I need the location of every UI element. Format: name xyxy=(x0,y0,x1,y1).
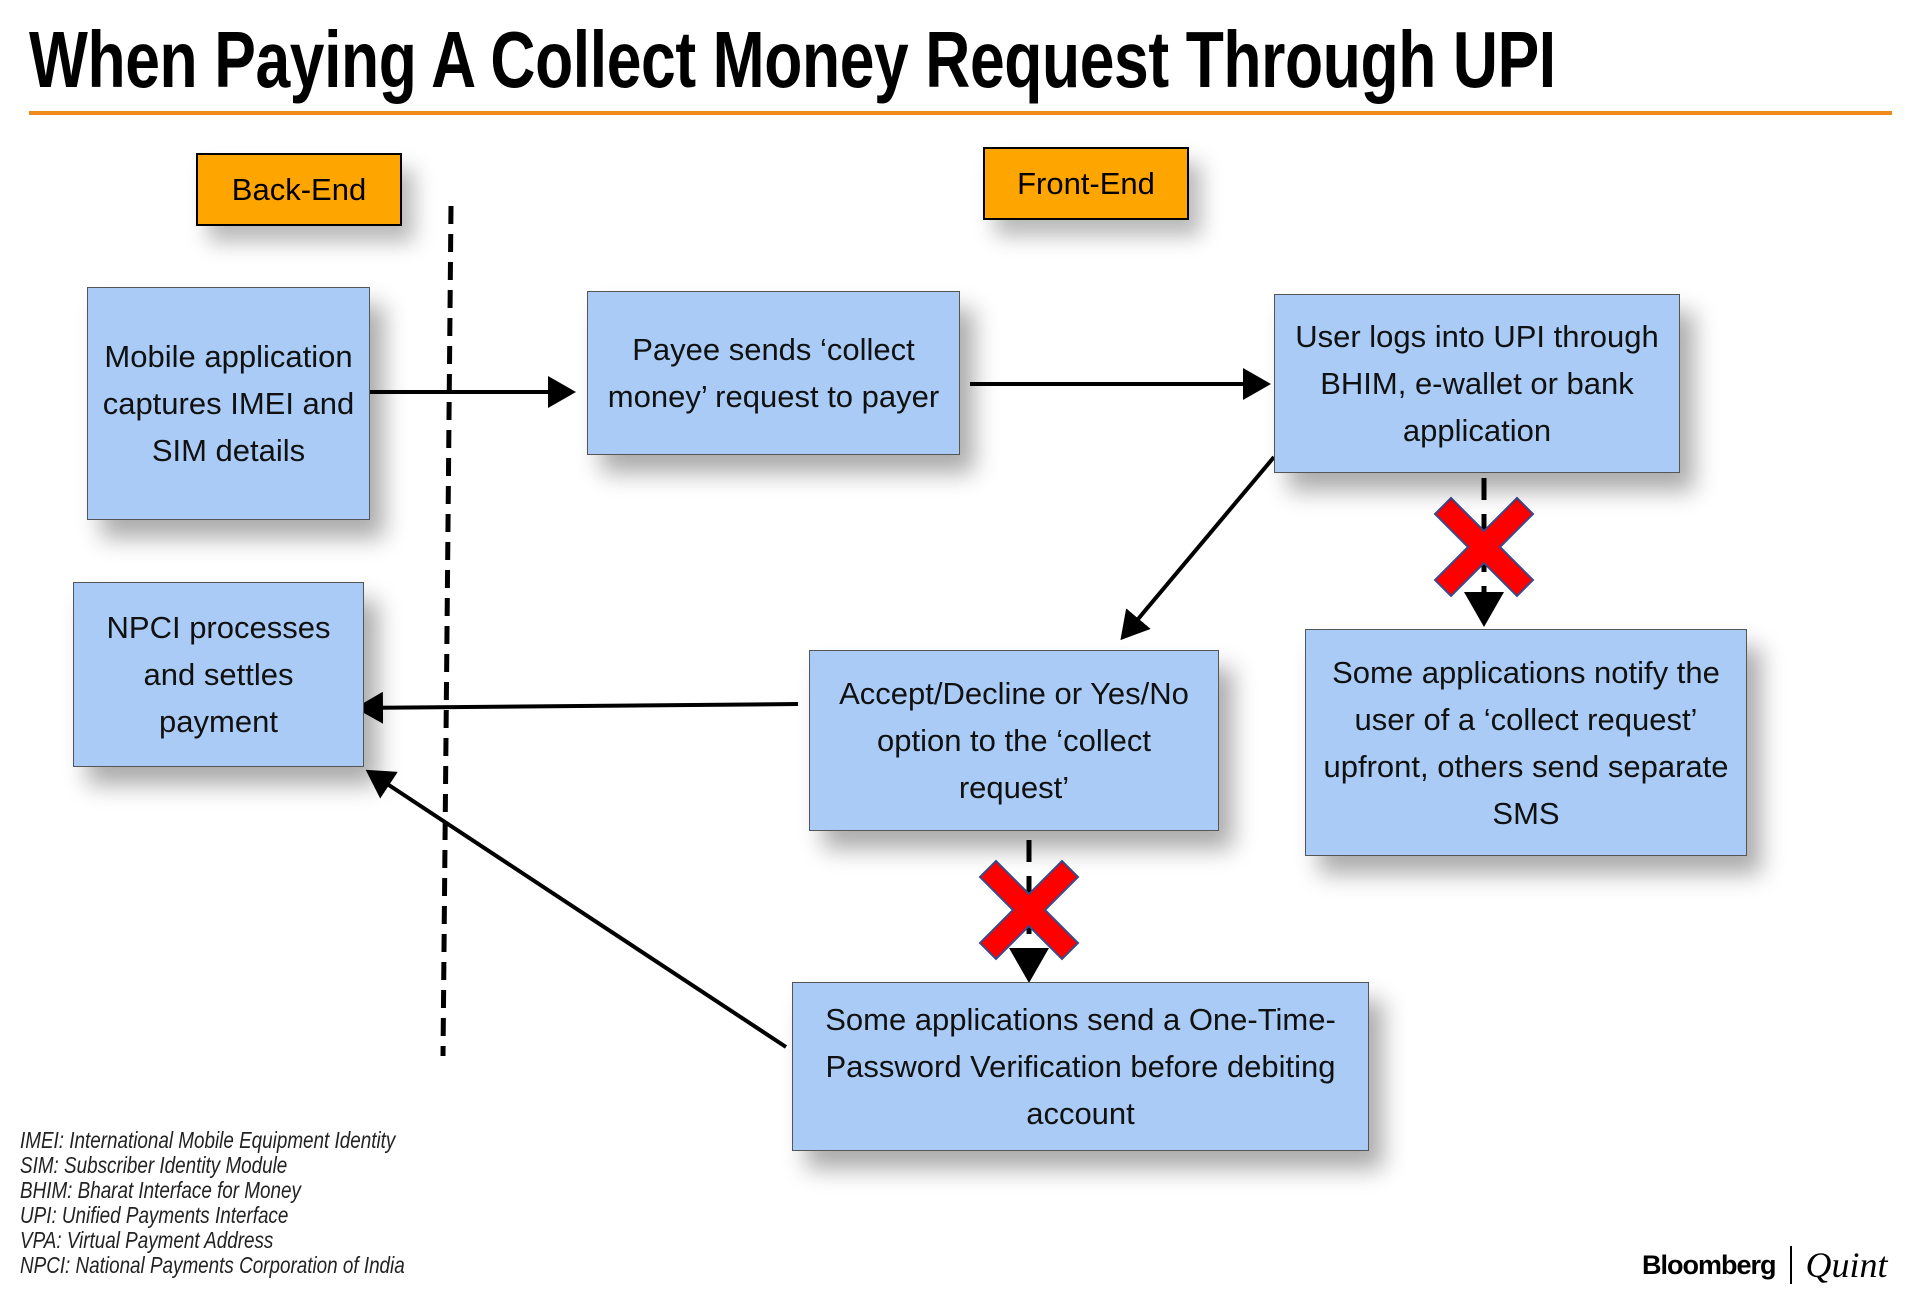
footnote: NPCI: National Payments Corporation of I… xyxy=(20,1252,405,1278)
box-accept-decline: Accept/Decline or Yes/No option to the ‘… xyxy=(809,650,1219,831)
page-title: When Paying A Collect Money Request Thro… xyxy=(29,15,1556,104)
box-payee-sends: Payee sends ‘collect money’ request to p… xyxy=(587,291,960,455)
front-end-label: Front-End xyxy=(983,147,1189,220)
arrow-otp-to-npci xyxy=(365,769,788,1049)
back-end-label: Back-End xyxy=(196,153,402,226)
box-mobile-app: Mobile application captures IMEI and SIM… xyxy=(87,287,370,520)
logo-quint: Quint xyxy=(1805,1245,1888,1285)
cross-icon xyxy=(1433,496,1535,598)
footnote: SIM: Subscriber Identity Module xyxy=(20,1152,288,1178)
footnote: VPA: Virtual Payment Address xyxy=(20,1227,274,1253)
box-user-logs: User logs into UPI through BHIM, e-walle… xyxy=(1274,294,1680,473)
back-front-divider xyxy=(440,205,454,1057)
bloombergquint-logo: Bloomberg Quint xyxy=(1642,1244,1888,1286)
box-otp: Some applications send a One-Time-Passwo… xyxy=(792,982,1369,1151)
arrow-user-to-accept xyxy=(1120,455,1276,641)
footnote: BHIM: Bharat Interface for Money xyxy=(20,1177,301,1203)
logo-divider xyxy=(1789,1246,1792,1284)
logo-bloomberg: Bloomberg xyxy=(1642,1249,1777,1280)
arrow-accept-to-npci xyxy=(355,691,799,724)
footnote: IMEI: International Mobile Equipment Ide… xyxy=(20,1127,396,1153)
footnotes: IMEI: International Mobile Equipment Ide… xyxy=(20,1128,405,1278)
box-notify: Some applications notify the user of a ‘… xyxy=(1305,629,1747,856)
cross-icon xyxy=(978,859,1080,961)
footnote: UPI: Unified Payments Interface xyxy=(20,1202,289,1228)
box-npci: NPCI processes and settles payment xyxy=(73,582,364,767)
title-underline xyxy=(29,111,1892,115)
